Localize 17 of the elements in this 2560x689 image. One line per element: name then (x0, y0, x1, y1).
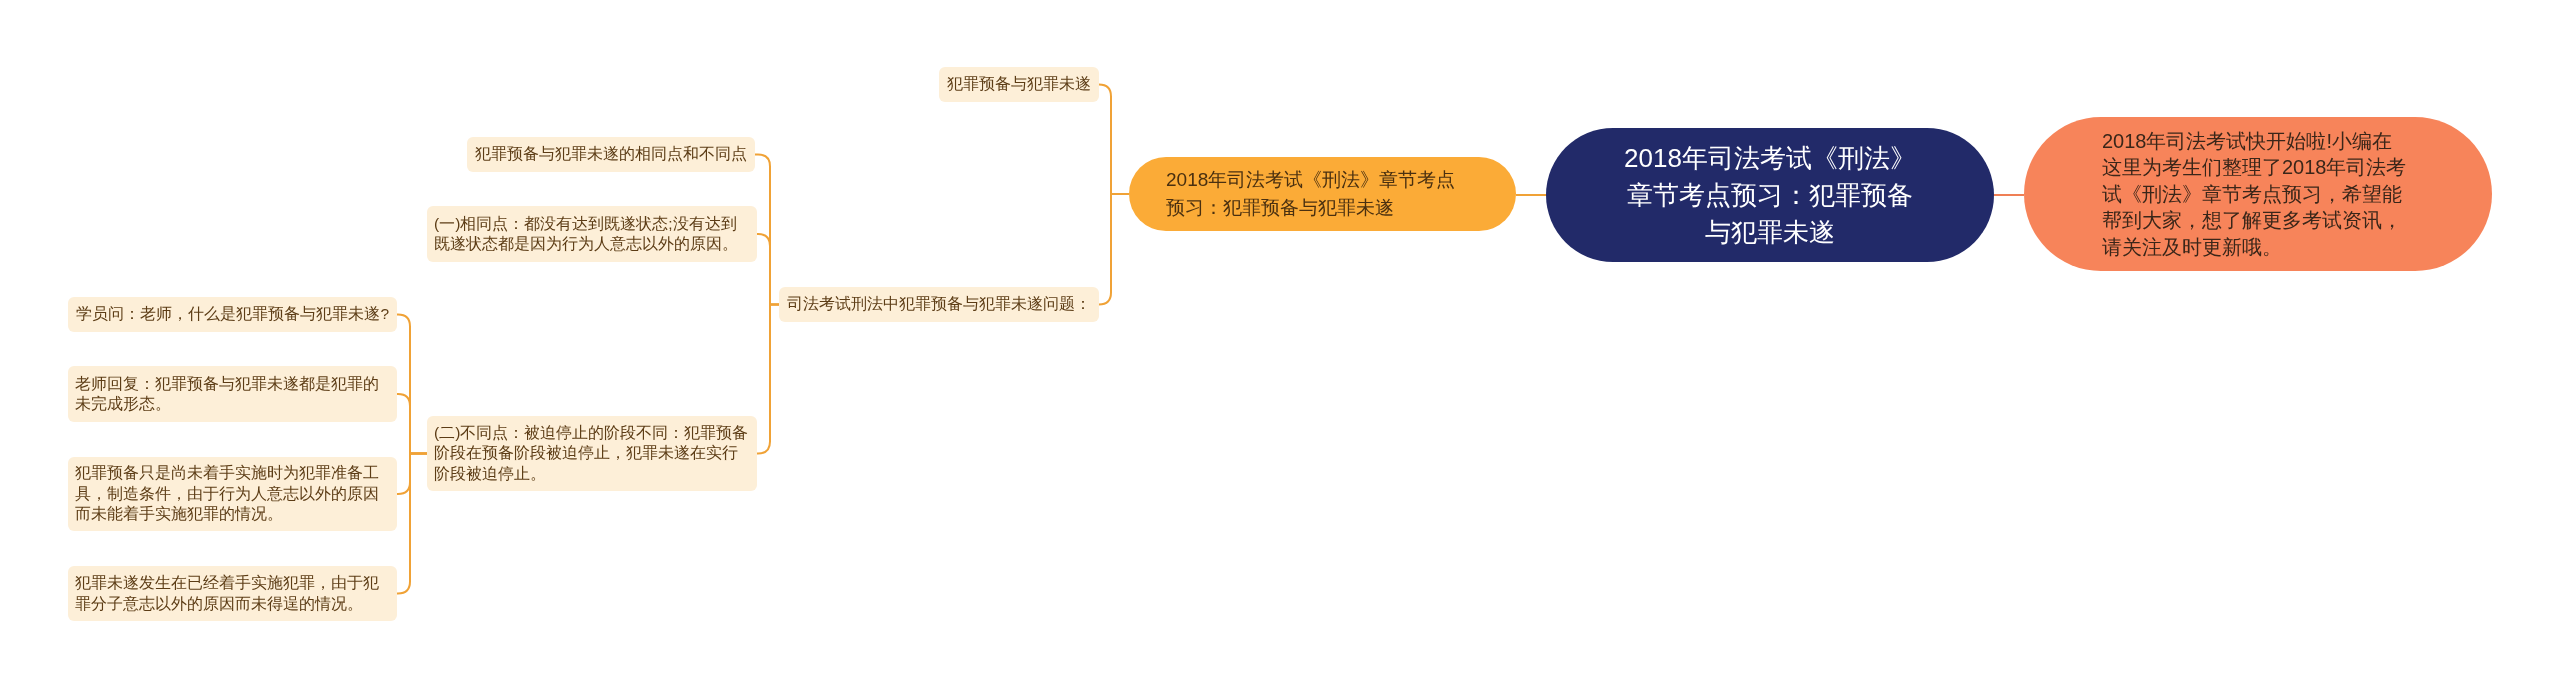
subtopic-box: 犯罪未遂发生在已经着手实施犯罪，由于犯罪分子意志以外的原因而未得逞的情况。 (68, 566, 397, 621)
subtopic-box: 学员问：老师，什么是犯罪预备与犯罪未遂? (68, 297, 397, 332)
connector-line (1515, 194, 1547, 196)
subtopic-box: 犯罪预备与犯罪未遂 (939, 67, 1099, 102)
subtopic-box: 老师回复：犯罪预备与犯罪未遂都是犯罪的未完成形态。 (68, 366, 397, 422)
subtopic-box: 司法考试刑法中犯罪预备与犯罪未遂问题： (779, 287, 1099, 322)
central-topic-pill: 2018年司法考试《刑法》章节考点预习：犯罪预备与犯罪未遂 (1546, 128, 1994, 262)
connector-line (756, 303, 780, 455)
connector-line (1098, 193, 1130, 306)
branch-topic-pill: 2018年司法考试《刑法》章节考点预习：犯罪预备与犯罪未遂 (1129, 157, 1516, 231)
connector-line (396, 452, 428, 595)
subtopic-box: (一)相同点：都没有达到既遂状态;没有达到既遂状态都是因为行为人意志以外的原因。 (427, 206, 757, 262)
connector-line (1993, 194, 2025, 196)
subtopic-box: 犯罪预备与犯罪未遂的相同点和不同点 (467, 137, 755, 172)
subtopic-box: (二)不同点：被迫停止的阶段不同：犯罪预备阶段在预备阶段被迫停止，犯罪未遂在实行阶段被迫停止。 (427, 416, 757, 491)
note-pill: 2018年司法考试快开始啦!小编在这里为考生们整理了2018年司法考试《刑法》章节考点预习，希望能帮到大家，想了解更多考试资讯，请关注及时更新哦。 (2024, 117, 2492, 271)
subtopic-box: 犯罪预备只是尚未着手实施时为犯罪准备工具，制造条件，由于行为人意志以外的原因而未能着手实施犯罪的情况。 (68, 457, 397, 531)
